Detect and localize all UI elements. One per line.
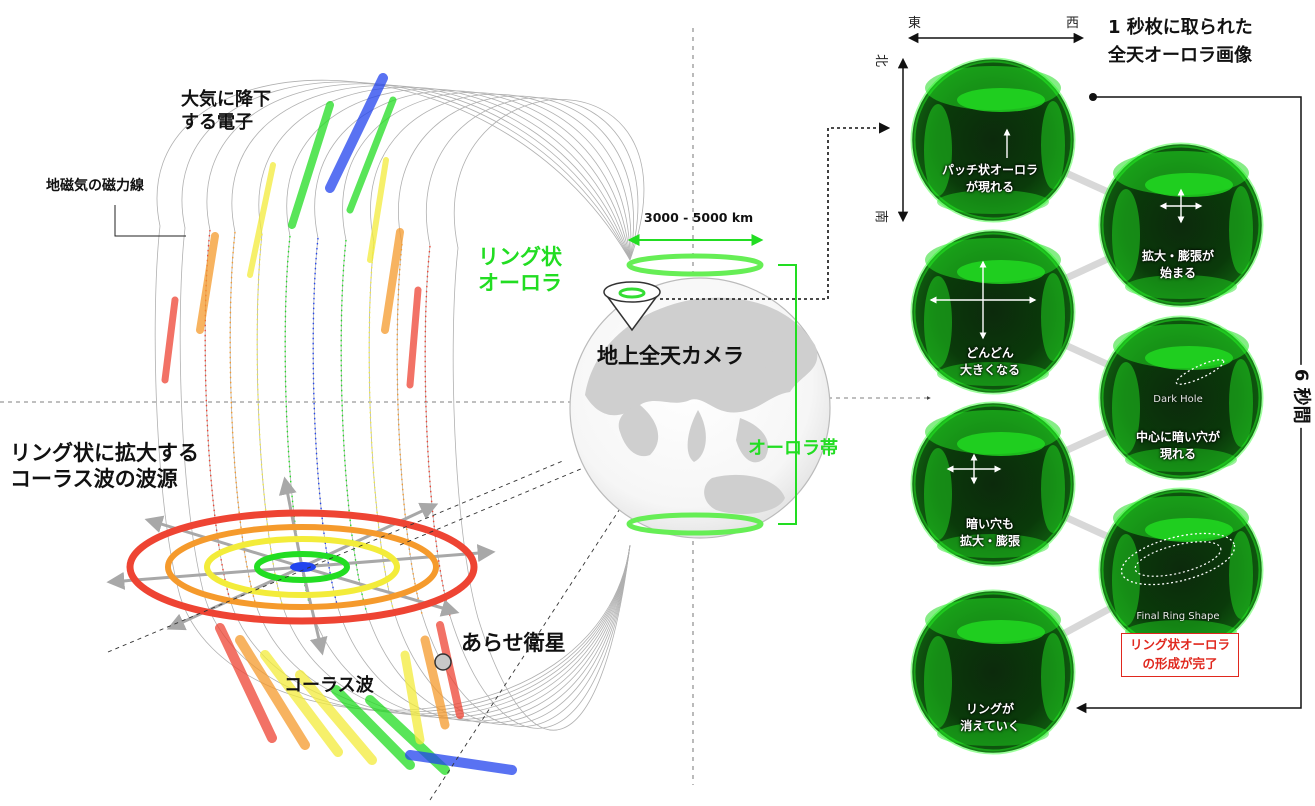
field-line	[229, 85, 631, 716]
aurora-panel-5	[910, 401, 1076, 567]
earth-globe	[569, 277, 831, 539]
aurora-panel-7	[910, 589, 1076, 755]
field-line	[312, 90, 631, 722]
aurora-band-label: オーロラ帯	[748, 438, 838, 459]
ring-outline-inner	[1134, 541, 1222, 577]
field-lines	[154, 79, 645, 731]
panel-2-caption: 拡大・膨張が 始まる	[1141, 249, 1214, 281]
orbit-lines	[107, 441, 656, 801]
electron-label: 大気に降下 する電子	[181, 89, 271, 133]
electron-streak	[381, 228, 404, 334]
electron-streak	[295, 670, 377, 765]
aurora-panel-2	[1098, 142, 1264, 308]
satellite-marker	[434, 653, 452, 671]
timeline-start	[1089, 93, 1097, 101]
electron-streak	[346, 96, 397, 214]
panel-3-caption: どんどん 大きくなる	[959, 346, 1020, 378]
precipitation-track	[396, 243, 423, 615]
electron-streak	[325, 73, 388, 193]
electron-streak	[260, 650, 343, 757]
precipitation-track	[312, 237, 339, 609]
aurora-panel-1	[910, 57, 1076, 223]
electron-streak	[247, 162, 276, 278]
electron-streak	[235, 635, 310, 750]
panel-7-caption: リングが 消えていく	[960, 702, 1020, 734]
electron-streak	[288, 101, 334, 229]
precipitation-track	[256, 233, 283, 605]
compass-arrows	[897, 32, 1085, 223]
completion-label: リング状オーロラ の形成が完了	[1121, 633, 1240, 677]
electron-streak	[436, 621, 464, 719]
electron-streak	[420, 635, 450, 730]
panel-5-caption: 暗い穴も 拡大・膨張	[959, 517, 1020, 549]
panel-4-tag: Dark Hole	[1153, 394, 1203, 405]
dark-hole-outline	[1175, 359, 1225, 385]
precipitation-track	[284, 235, 311, 607]
aurora-band-bracket	[778, 264, 797, 525]
chorus-label: コーラス波	[284, 675, 374, 696]
compass-west: 西	[1066, 16, 1080, 31]
compass-south: 南	[873, 209, 889, 224]
precipitation-track	[229, 231, 256, 603]
camera-connector	[660, 122, 891, 300]
aurora-oval-north	[626, 253, 764, 277]
panel-4-caption: 中心に暗い穴が 現れる	[1135, 430, 1220, 462]
electron-streak	[331, 685, 415, 770]
compass-east: 東	[908, 16, 922, 31]
duration-label: 6 秒間	[1289, 364, 1312, 428]
field-line-label: 地磁気の磁力線	[46, 178, 144, 194]
aurora-panel-4	[1098, 315, 1264, 481]
electron-streak	[367, 157, 389, 263]
aurora-panel-3	[910, 229, 1076, 395]
size-label: 3000 - 5000 km	[644, 210, 754, 225]
ring-aurora-label: リング状 オーロラ	[478, 245, 562, 296]
camera-label: 地上全天カメラ	[597, 344, 744, 368]
precipitation-track	[368, 241, 395, 613]
precipitation-track	[424, 245, 451, 617]
aurora-oval-south	[626, 512, 764, 536]
electron-streaks	[161, 73, 517, 775]
panel-1-caption: パッチ状オーロラ が現れる	[941, 163, 1038, 195]
panel-6-tag: Final Ring Shape	[1136, 611, 1220, 622]
field-line	[424, 97, 639, 729]
aurora-panel-6	[1098, 487, 1264, 653]
electron-streak	[406, 286, 422, 389]
precipitation-track	[340, 239, 367, 611]
electron-streak	[400, 650, 425, 745]
electron-streak	[161, 296, 179, 384]
field-line	[396, 95, 634, 727]
field-line	[340, 92, 631, 724]
sequence-title: 1 秒枚に取られた 全天オーロラ画像	[1108, 17, 1253, 66]
electron-streak	[215, 623, 277, 743]
field-line	[452, 99, 645, 731]
satellite-label: あらせ衛星	[461, 631, 566, 655]
compass-north: 北	[873, 53, 889, 68]
aurora-panels	[910, 57, 1264, 755]
chorus-source	[106, 476, 496, 656]
field-line	[368, 93, 632, 726]
electron-streak	[196, 232, 219, 334]
field-line-leader	[114, 205, 186, 237]
source-label: リング状に拡大する コーラス波の波源	[10, 441, 199, 492]
electron-streak	[405, 750, 517, 775]
camera-cone	[603, 281, 661, 332]
